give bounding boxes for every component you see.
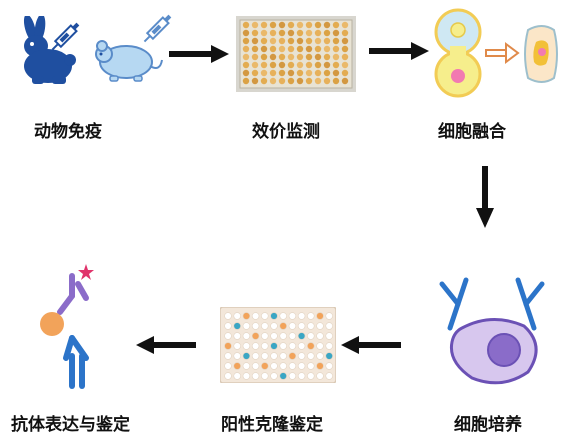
arrow-left-icon (341, 336, 401, 354)
well-plate-icon (236, 16, 356, 92)
mouse-icon (95, 40, 163, 82)
step-label-immunization: 动物免疫 (34, 122, 102, 142)
cell-fusion-icon (434, 8, 558, 98)
rabbit-icon (23, 16, 76, 84)
arrow-down-icon (476, 166, 494, 228)
arrow-left-icon (136, 336, 196, 354)
clone-plate-icon (220, 307, 336, 383)
step-label-expression: 抗体表达与鉴定 (11, 415, 130, 435)
arrow-right-icon (369, 42, 429, 60)
syringe-icon (143, 14, 172, 43)
antibody-icon (40, 264, 94, 389)
syringe-icon (51, 22, 80, 51)
step-label-titer: 效价监测 (252, 122, 320, 142)
b-cell-icon (439, 277, 545, 385)
arrow-right-icon (169, 45, 229, 63)
step-label-culture: 细胞培养 (454, 415, 522, 435)
step-label-screening: 阳性克隆鉴定 (221, 415, 323, 435)
step-label-fusion: 细胞融合 (438, 122, 506, 142)
